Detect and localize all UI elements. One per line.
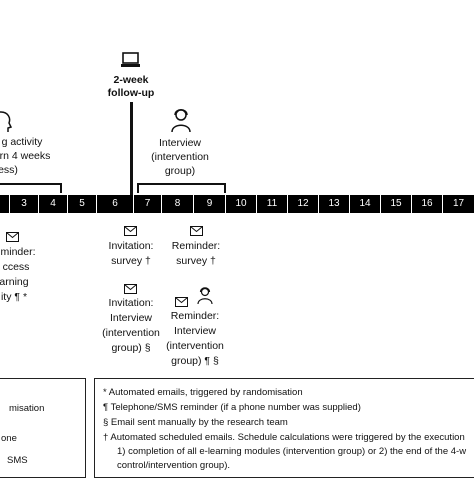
invitation-survey-line2: survey † <box>111 255 151 267</box>
interview-label-line2: (intervention <box>151 151 209 163</box>
week-cell: 12 <box>288 195 319 213</box>
legend-left-line3: SMS <box>7 455 28 466</box>
followup-label-line1: 2-week <box>113 74 149 86</box>
legend-note-scheduled: † Automated scheduled emails. Schedule c… <box>103 432 465 443</box>
week-cell: 4 <box>39 195 68 213</box>
reminder-interview-line1: Reminder: <box>170 310 220 322</box>
reminder-interview-line4: group) ¶ § <box>171 355 219 367</box>
week-cell: 6 <box>97 195 134 213</box>
envelope-icon <box>124 226 137 236</box>
week-cell: 10 <box>226 195 257 213</box>
learning-label-line2: rn 4 weeks <box>0 150 51 162</box>
legend-left-box: misation one SMS <box>0 378 86 478</box>
envelope-icon <box>6 232 19 242</box>
invitation-interview-line3: (intervention <box>102 327 160 339</box>
laptop-icon <box>121 52 140 67</box>
interview-bracket-start <box>137 183 139 193</box>
week-cell-partial <box>0 195 10 213</box>
week-cell: 7 <box>134 195 162 213</box>
legend-note-scheduled-cont1: 1) completion of all e-learning modules … <box>117 446 467 457</box>
invitation-interview-line2: Interview <box>109 312 153 324</box>
learning-bracket-end <box>60 183 62 193</box>
week-cell: 17 <box>452 198 465 209</box>
followup-marker-line <box>130 102 133 212</box>
learning-bracket <box>0 183 62 185</box>
interview-bracket <box>137 183 226 185</box>
week-timeline: 3 4 5 6 7 8 9 10 11 12 13 14 15 16 17 <box>0 195 474 213</box>
left-reminder-line4: ity ¶ * <box>0 291 28 303</box>
interview-label-line3: group) <box>164 165 196 177</box>
week-cell: 8 <box>162 195 194 213</box>
legend-note-scheduled-cont2: control/intervention group). <box>117 460 231 471</box>
reminder-survey-line1: Reminder: <box>171 240 221 252</box>
left-reminder-line1: minder: <box>0 246 36 258</box>
week-cell: 9 <box>194 195 226 213</box>
head-icon <box>0 111 13 132</box>
headset-person-icon <box>197 287 213 305</box>
week-cell: 15 <box>381 195 412 213</box>
envelope-icon <box>124 284 137 294</box>
week-cell: 11 <box>257 195 288 213</box>
left-reminder-line2: ccess <box>2 261 30 273</box>
reminder-interview-line3: (intervention <box>166 340 224 352</box>
reminder-survey-line2: survey † <box>176 255 216 267</box>
legend-left-line2: one <box>1 433 17 444</box>
week-cell: 3 <box>10 195 39 213</box>
interview-bracket-end <box>224 183 226 193</box>
headset-person-icon <box>171 109 191 133</box>
legend-right-box: * Automated emails, triggered by randomi… <box>94 378 474 478</box>
followup-label-line2: follow-up <box>107 87 155 99</box>
left-reminder-line3: arning <box>0 276 29 288</box>
envelope-icon <box>190 226 203 236</box>
legend-note-telephone: ¶ Telephone/SMS reminder (if a phone num… <box>103 402 361 413</box>
envelope-icon <box>175 297 188 307</box>
week-cell: 5 <box>68 195 97 213</box>
week-cell: 13 <box>319 195 350 213</box>
legend-left-line1: misation <box>9 403 45 414</box>
reminder-interview-line2: Interview <box>173 325 217 337</box>
week-cell: 16 <box>412 195 443 213</box>
interview-label-line1: Interview <box>158 137 202 149</box>
invitation-survey-line1: Invitation: <box>108 240 154 252</box>
invitation-interview-line1: Invitation: <box>108 297 154 309</box>
learning-label-line1: g activity <box>1 136 43 148</box>
learning-label-line3: ess) <box>0 164 18 176</box>
legend-note-automated: * Automated emails, triggered by randomi… <box>103 387 303 398</box>
invitation-interview-line4: group) § <box>111 342 151 354</box>
week-cell: 14 <box>350 195 381 213</box>
legend-note-manual: § Email sent manually by the research te… <box>103 417 288 428</box>
